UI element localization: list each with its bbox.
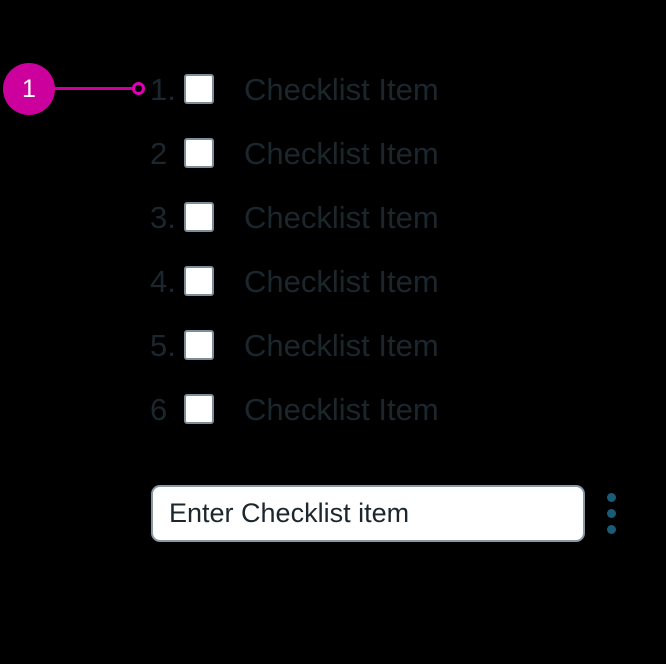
checklist-checkbox[interactable]: [184, 138, 214, 168]
checklist-row[interactable]: 2 Checklist Item: [150, 121, 590, 185]
checklist-checkbox[interactable]: [184, 330, 214, 360]
checklist-item-label: Checklist Item: [244, 71, 439, 107]
checklist-row[interactable]: 6 Checklist Item: [150, 377, 590, 441]
checklist-row-number: 5.: [150, 327, 176, 363]
checklist-item-label: Checklist Item: [244, 327, 439, 363]
annotation-marker-label: 1: [22, 74, 36, 103]
checklist-row-number: 4.: [150, 263, 176, 299]
overflow-menu-vertical-icon[interactable]: [601, 492, 621, 536]
checklist-item-label: Checklist Item: [244, 263, 439, 299]
checklist-row[interactable]: 5. Checklist Item: [150, 313, 590, 377]
annotation-marker-1: 1: [3, 63, 55, 115]
checklist-item-label: Checklist Item: [244, 135, 439, 171]
checklist-checkbox[interactable]: [184, 266, 214, 296]
checklist-row-number: 1.: [150, 71, 176, 107]
annotation-leader-line: [52, 87, 136, 90]
checklist-checkbox[interactable]: [184, 74, 214, 104]
annotation-leader-endpoint: [132, 82, 145, 95]
checklist-item-label: Checklist Item: [244, 391, 439, 427]
menu-dot: [606, 525, 616, 534]
checklist-checkbox[interactable]: [184, 394, 214, 424]
checklist-row[interactable]: 4. Checklist Item: [150, 249, 590, 313]
checklist-row-number: 2: [150, 135, 168, 171]
checklist-item-label: Checklist Item: [244, 199, 439, 235]
checklist-row[interactable]: 3. Checklist Item: [150, 185, 590, 249]
checklist-input[interactable]: [151, 485, 585, 542]
menu-dot: [606, 509, 616, 518]
menu-dot: [606, 493, 616, 502]
checklist-row-number: 3.: [150, 199, 176, 235]
checklist-checkbox[interactable]: [184, 202, 214, 232]
checklist-row-number: 6: [150, 391, 168, 427]
checklist-row[interactable]: 1. Checklist Item: [150, 57, 590, 121]
checklist-input-row: [151, 485, 621, 542]
